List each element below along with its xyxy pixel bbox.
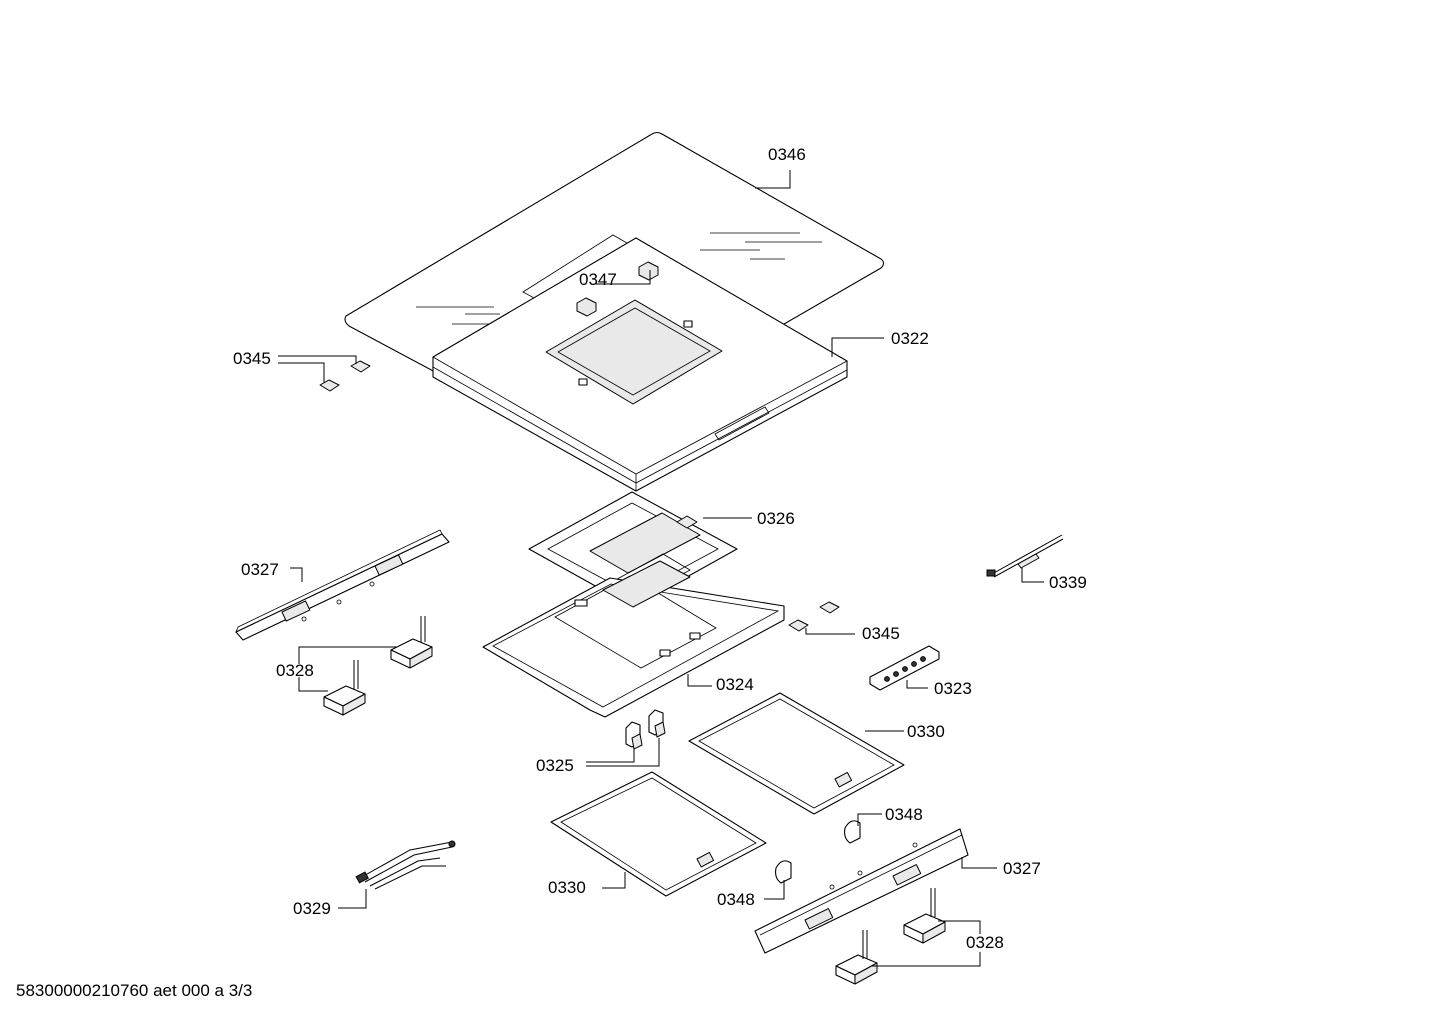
label-0325: 0325 (536, 756, 574, 775)
part-0327-side-panel-lower (754, 828, 969, 954)
part-0323-control-board (869, 645, 940, 691)
label-0324: 0324 (716, 675, 754, 694)
part-0322-housing (432, 237, 848, 492)
part-0328-brackets-right (835, 888, 946, 985)
part-0347-clips (576, 261, 659, 317)
part-0327-side-panel-upper (235, 529, 450, 641)
part-0326-frame-plate (528, 491, 738, 608)
leader-lines (278, 170, 1044, 967)
part-0348-clips (775, 820, 861, 884)
part-0330-filter-left (550, 771, 767, 897)
label-0348-upper: 0348 (885, 805, 923, 824)
part-0329-wiring-harness (355, 840, 456, 890)
label-0327-upper: 0327 (241, 560, 279, 579)
label-0330-left: 0330 (548, 878, 586, 897)
part-0328-brackets-left (323, 616, 433, 716)
label-0346: 0346 (768, 145, 806, 164)
label-0322: 0322 (891, 329, 929, 348)
part-0345-pads-right (788, 601, 840, 632)
label-0348-lower: 0348 (717, 890, 755, 909)
part-0330-filter-right (688, 692, 905, 815)
label-0345-right: 0345 (862, 624, 900, 643)
label-0330-right: 0330 (907, 722, 945, 741)
label-0345-left: 0345 (233, 349, 271, 368)
label-0323: 0323 (934, 679, 972, 698)
label-0327-lower: 0327 (1003, 859, 1041, 878)
label-0347: 0347 (579, 270, 617, 289)
part-0325-hinges (625, 709, 666, 750)
part-0345-pads-left (319, 360, 371, 392)
part-0339-rod (986, 534, 1064, 578)
part-0324-base-tray (482, 560, 785, 718)
label-0339: 0339 (1049, 573, 1087, 592)
label-0328-right: 0328 (966, 933, 1004, 952)
label-0328-left: 0328 (276, 661, 314, 680)
label-0326: 0326 (757, 509, 795, 528)
document-code: 58300000210760 aet 000 a 3/3 (16, 981, 253, 1000)
part-number-labels: 0346 0347 0345 0322 0326 0327 0339 0345 … (233, 145, 1087, 952)
label-0329: 0329 (293, 899, 331, 918)
